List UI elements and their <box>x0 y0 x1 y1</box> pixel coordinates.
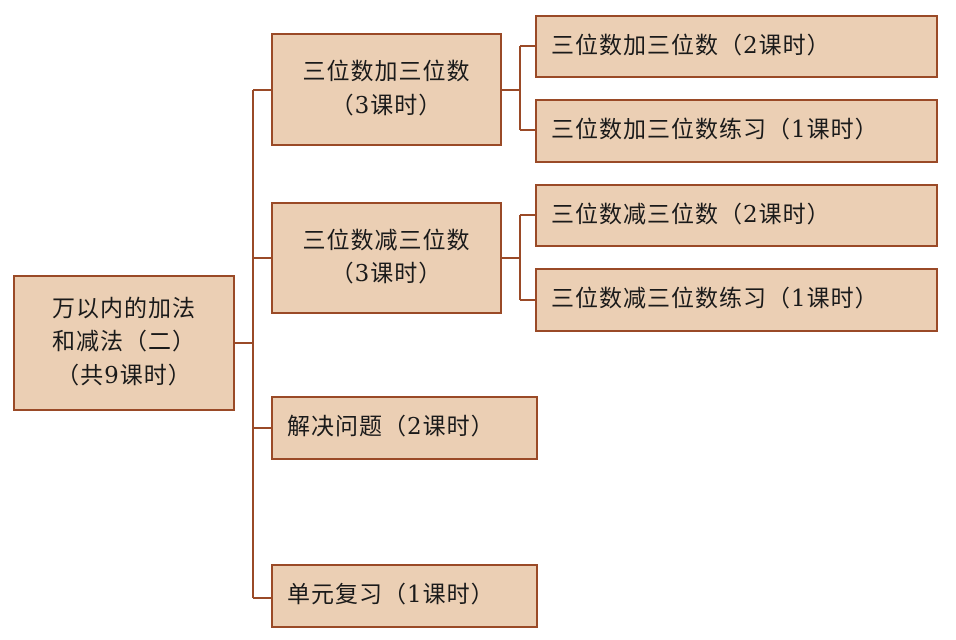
root-node-line3: （共9课时） <box>56 362 192 389</box>
leaf-subtraction-practice-label: 三位数减三位数练习（1课时） <box>551 286 879 313</box>
root-node: 万以内的加法 和减法（二） （共9课时） <box>13 275 235 411</box>
branch-addition-title: 三位数加三位数 <box>302 59 471 86</box>
root-connector <box>234 89 272 599</box>
root-node-line1: 万以内的加法 <box>52 295 196 322</box>
branch-subtraction-hours: （3课时） <box>330 261 443 287</box>
root-node-line2: 和减法（二） <box>52 329 196 356</box>
branch-subtraction-title: 三位数减三位数 <box>302 227 471 254</box>
branch-unit-review-label: 单元复习（1课时） <box>287 582 495 609</box>
leaf-subtraction-practice: 三位数减三位数练习（1课时） <box>535 268 938 332</box>
branch-problem-solving-label: 解决问题（2课时） <box>287 414 495 441</box>
leaf-addition-practice: 三位数加三位数练习（1课时） <box>535 99 938 163</box>
leaf-addition-practice-label: 三位数加三位数练习（1课时） <box>551 117 879 144</box>
branch-1-connector <box>500 45 536 131</box>
branch-addition-hours: （3课时） <box>330 92 443 119</box>
branch-2-connector <box>500 214 536 301</box>
leaf-subtraction-lesson: 三位数减三位数（2课时） <box>535 184 938 247</box>
leaf-addition-lesson-label: 三位数加三位数（2课时） <box>551 32 831 59</box>
branch-problem-solving: 解决问题（2课时） <box>271 396 538 460</box>
leaf-addition-lesson: 三位数加三位数（2课时） <box>535 15 938 78</box>
branch-unit-review: 单元复习（1课时） <box>271 564 538 628</box>
branch-subtraction: 三位数减三位数 （3课时） <box>271 202 502 314</box>
branch-addition: 三位数加三位数 （3课时） <box>271 33 502 146</box>
leaf-subtraction-lesson-label: 三位数减三位数（2课时） <box>551 201 831 228</box>
